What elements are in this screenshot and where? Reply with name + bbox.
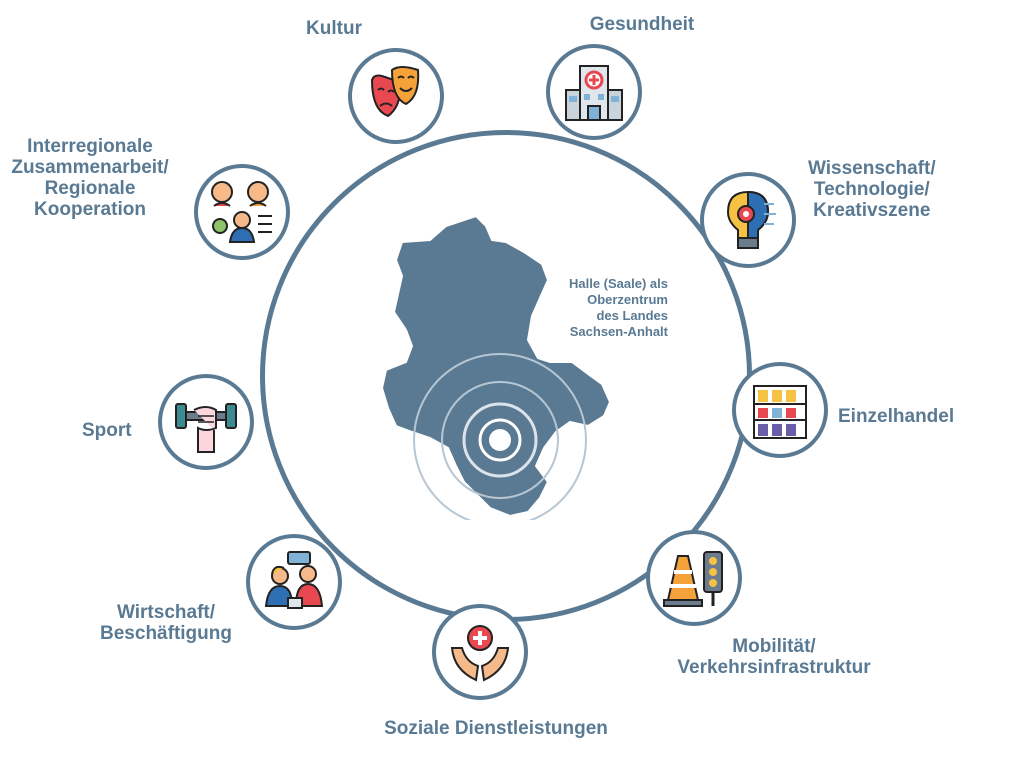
people-network-icon <box>211 181 272 243</box>
hospital-icon <box>565 65 623 121</box>
label-interregional: Interregionale Zusammenarbeit/ Regionale… <box>11 136 169 220</box>
badge-einzelhandel <box>732 362 828 458</box>
label-wirtschaft: Wirtschaft/ Beschäftigung <box>100 602 232 644</box>
halle-marker-dot <box>489 429 511 451</box>
badge-wirtschaft <box>246 534 342 630</box>
label-sport: Sport <box>82 420 132 441</box>
hands-cross-icon <box>450 625 510 682</box>
business-meeting-icon <box>264 551 324 609</box>
label-kultur: Kultur <box>306 18 362 39</box>
label-mobilitaet: Mobilität/ Verkehrsinfrastruktur <box>677 636 871 678</box>
pulse-ring-inner <box>462 402 538 478</box>
dumbbell-fist-icon <box>175 403 237 453</box>
badge-soziale <box>432 604 528 700</box>
label-gesundheit: Gesundheit <box>589 14 695 35</box>
pulse-ring-outer <box>413 353 587 520</box>
badge-interregional <box>194 164 290 260</box>
badge-kultur <box>348 48 444 144</box>
label-soziale: Soziale Dienstleistungen <box>384 718 608 739</box>
badge-wissenschaft <box>700 172 796 268</box>
badge-gesundheit <box>546 44 642 140</box>
pulse-ring-middle <box>441 381 559 499</box>
theater-masks-icon <box>370 66 420 118</box>
halle-marker-ring <box>478 418 522 462</box>
light-bulb-gear-icon <box>726 190 776 249</box>
label-einzelhandel: Einzelhandel <box>838 406 955 427</box>
sachsen-anhalt-map <box>380 214 612 520</box>
label-wissenschaft: Wissenschaft/ Technologie/ Kreativszene <box>808 158 936 221</box>
badge-mobilitaet <box>646 530 742 626</box>
traffic-cone-light-icon <box>663 551 723 607</box>
badge-sport <box>158 374 254 470</box>
store-shelf-icon <box>753 385 807 439</box>
center-caption: Halle (Saale) als Oberzentrum des Landes… <box>569 276 668 339</box>
state-shape <box>380 214 612 518</box>
